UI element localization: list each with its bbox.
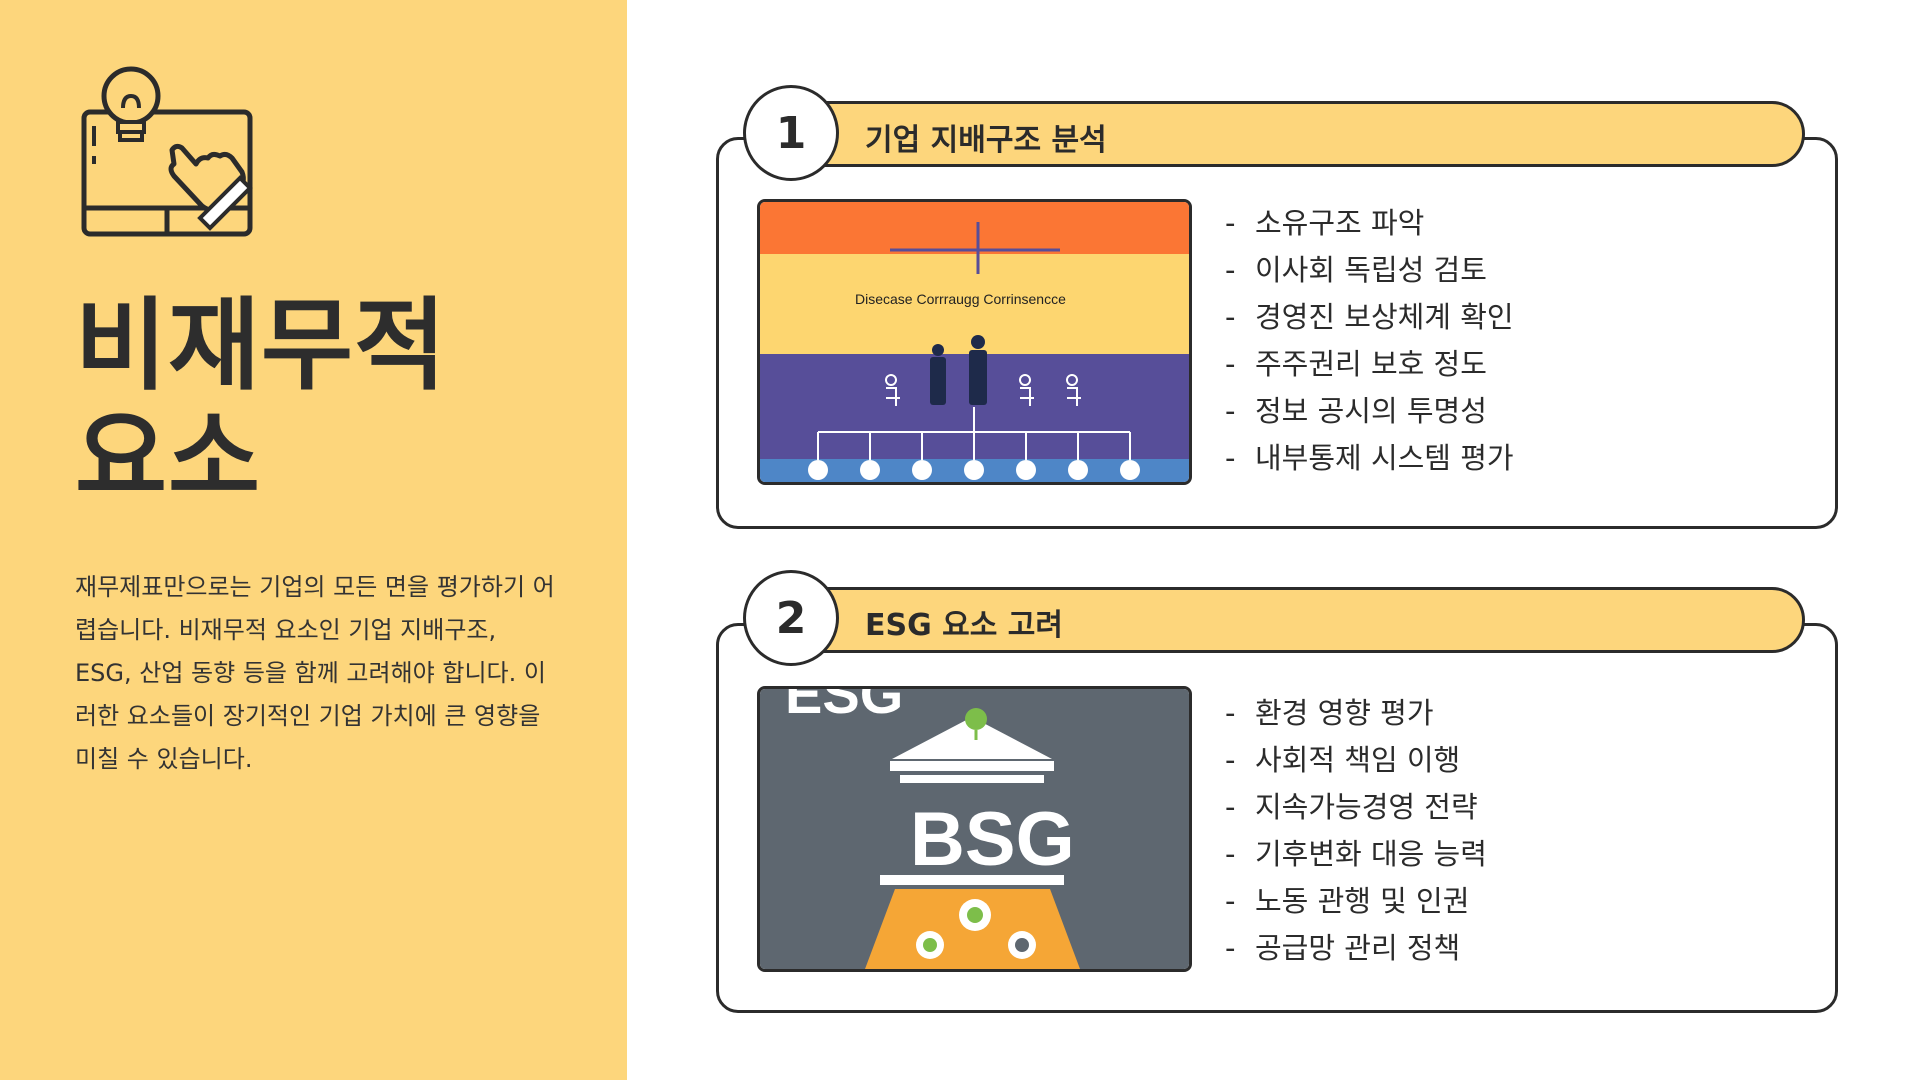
list-item: -주주권리 보호 정도	[1225, 347, 1487, 381]
list-item: -경영진 보상체계 확인	[1225, 300, 1514, 334]
list-item: -환경 영향 평가	[1225, 696, 1434, 730]
esg-image-caption-top: ESG	[785, 689, 903, 725]
governance-image-caption: Disecase Corrraugg Corrinsencce	[855, 291, 1066, 307]
governance-illustration: Disecase Corrraugg Corrinsencce	[757, 199, 1192, 485]
section-number-badge: 1	[743, 85, 839, 181]
title-line-2: 요소	[75, 399, 261, 516]
left-panel: 비재무적 요소 재무제표만으로는 기업의 모든 면을 평가하기 어렵습니다. 비…	[0, 0, 627, 1080]
section-header-esg	[755, 587, 1805, 653]
title-line-1: 비재무적	[75, 287, 447, 404]
list-item: -소유구조 파악	[1225, 206, 1425, 240]
section-number-badge: 2	[743, 570, 839, 666]
esg-illustration-svg: ESG BSG	[760, 689, 1189, 969]
governance-illustration-svg: Disecase Corrraugg Corrinsencce	[760, 202, 1189, 482]
list-item: -노동 관행 및 인권	[1225, 884, 1470, 918]
lightbulb-touchscreen-icon	[81, 66, 253, 237]
list-item: -지속가능경영 전략	[1225, 790, 1478, 824]
list-item: -공급망 관리 정책	[1225, 931, 1461, 965]
section-header-governance	[755, 101, 1805, 167]
list-item: -내부통제 시스템 평가	[1225, 441, 1514, 475]
list-item: -정보 공시의 투명성	[1225, 394, 1487, 428]
governance-checklist: -소유구조 파악 -이사회 독립성 검토 -경영진 보상체계 확인 -주주권리 …	[1225, 200, 1514, 482]
esg-illustration: ESG BSG	[757, 686, 1192, 972]
esg-checklist: -환경 영향 평가 -사회적 책임 이행 -지속가능경영 전략 -기후변화 대응…	[1225, 690, 1487, 972]
page-description: 재무제표만으로는 기업의 모든 면을 평가하기 어렵습니다. 비재무적 요소인 …	[75, 573, 555, 773]
list-item: -기후변화 대응 능력	[1225, 837, 1487, 871]
list-item: -사회적 책임 이행	[1225, 743, 1461, 777]
esg-image-caption-building: BSG	[910, 797, 1075, 882]
section-title: ESG 요소 고려	[865, 608, 1064, 643]
page-title: 비재무적 요소	[75, 290, 447, 514]
list-item: -이사회 독립성 검토	[1225, 253, 1487, 287]
section-title: 기업 지배구조 분석	[865, 123, 1107, 158]
